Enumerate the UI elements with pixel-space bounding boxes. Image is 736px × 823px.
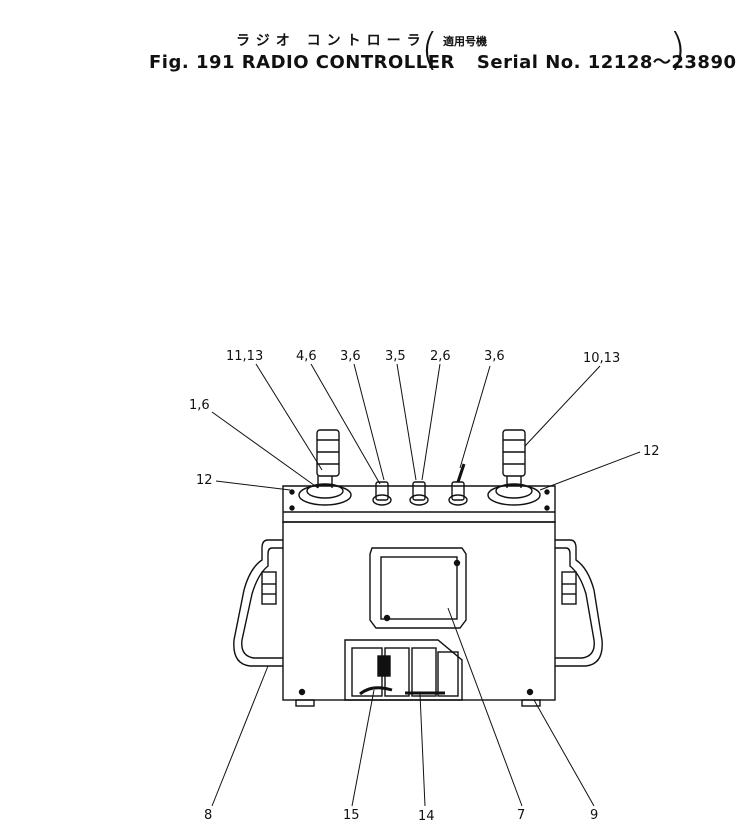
joystick-right-base [487, 484, 541, 506]
front-cover-plate [380, 556, 458, 620]
title-japanese: ラジオ コントローラ [236, 33, 427, 49]
handle-right [555, 539, 603, 667]
handle-left [233, 539, 283, 667]
callout-3-6-a: 3,6 [340, 349, 361, 364]
callout-14: 14 [418, 809, 435, 823]
screw [298, 688, 306, 696]
title-paren-right: ) [669, 24, 687, 75]
figure-title-block: ラジオ コントローラ 適用号機 Fig. 191 RADIO CONTROLLE… [0, 0, 736, 80]
callout-10-13: 10,13 [583, 351, 620, 366]
joystick-right-grip [502, 429, 526, 477]
callout-8: 8 [204, 808, 212, 823]
joystick-left-grip [316, 429, 340, 477]
figure-title-main: Fig. 191 RADIO CONTROLLER [149, 52, 455, 73]
foot-left [295, 699, 315, 707]
screw [526, 688, 534, 696]
callout-4-6: 4,6 [296, 349, 317, 364]
title-applicable-japanese: 適用号機 [443, 35, 487, 48]
switch-1 [372, 481, 392, 506]
callout-3-5: 3,5 [385, 349, 406, 364]
front-cover-outline [369, 547, 467, 629]
handle-latch-right [561, 571, 577, 605]
callout-2-6: 2,6 [430, 349, 451, 364]
fuse-holder [377, 655, 391, 677]
foot-right [521, 699, 541, 707]
switch-3 [448, 463, 468, 506]
top-panel [282, 485, 556, 523]
callout-11-13: 11,13 [226, 349, 263, 364]
battery-compartment [344, 639, 463, 701]
title-paren-left: ( [421, 24, 439, 75]
callout-12-right: 12 [643, 444, 660, 459]
callout-1-6: 1,6 [189, 398, 210, 413]
callout-9: 9 [590, 808, 598, 823]
switch-2 [409, 481, 429, 506]
handle-latch-left [261, 571, 277, 605]
figure-title-serial: Serial No. 12128～23890 [476, 52, 736, 73]
callout-15: 15 [343, 808, 360, 823]
callout-12-left: 12 [196, 473, 213, 488]
joystick-left-base [298, 484, 352, 506]
callout-3-6-b: 3,6 [484, 349, 505, 364]
figure-title: Fig. 191 RADIO CONTROLLER Serial No. 1212… [149, 48, 736, 74]
callout-7: 7 [517, 808, 525, 823]
